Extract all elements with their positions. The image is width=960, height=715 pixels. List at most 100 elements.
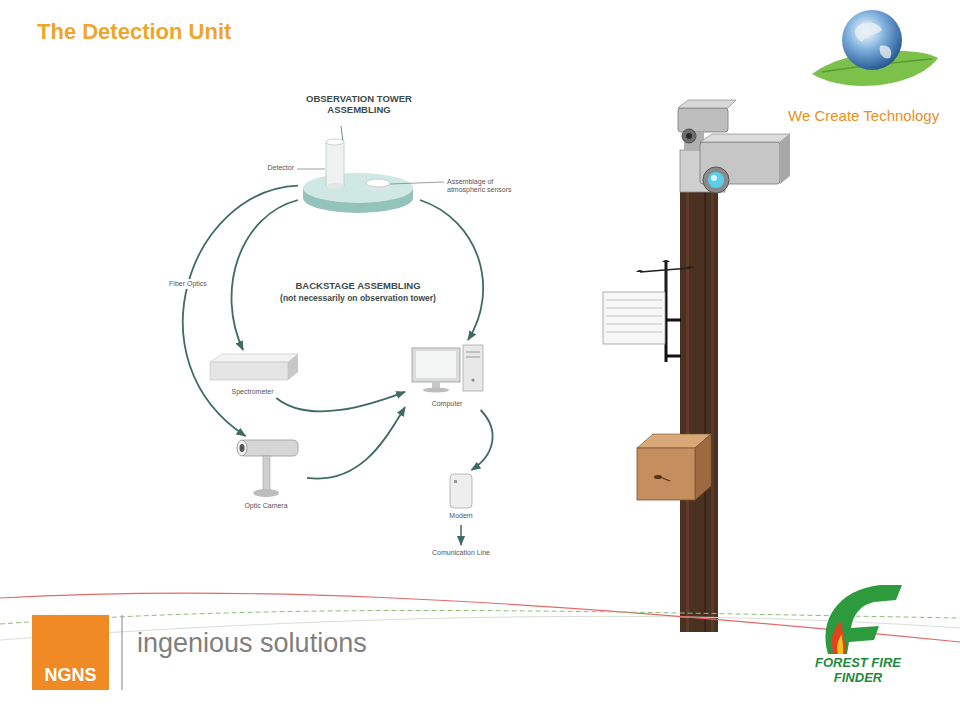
spectrometer-box	[210, 354, 298, 380]
junction-box	[637, 448, 695, 500]
tower-assembly: OBSERVATION TOWER ASSEMBLING	[298, 92, 420, 212]
fff-emblem	[825, 585, 902, 654]
connector-arrow	[472, 410, 493, 470]
computer-illustration	[423, 388, 449, 393]
weather-station	[606, 332, 662, 333]
pole-cameras	[703, 167, 729, 193]
pole-cameras	[711, 175, 717, 181]
tower-platform	[303, 126, 413, 213]
computer-illustration	[463, 345, 483, 391]
weather-station	[666, 319, 681, 322]
computer-illustration	[432, 382, 440, 388]
ngns-logo: NGNS	[32, 615, 109, 690]
weather-station	[686, 266, 694, 268]
callout-label: Assemblage of atmospheric sensors	[447, 178, 515, 194]
node-text: Optic Camera	[244, 502, 287, 510]
pole-cameras	[682, 129, 696, 143]
junction-box	[637, 434, 711, 500]
pole-cameras	[678, 108, 728, 132]
globe-land	[855, 23, 882, 42]
connector-arrow	[232, 200, 298, 350]
divider-line	[121, 615, 122, 690]
computer-illustration	[472, 379, 475, 382]
computer-illustration	[466, 352, 480, 353]
leader-line	[297, 169, 444, 184]
pole-cameras	[708, 172, 724, 188]
pole-cameras	[686, 133, 692, 139]
node-text: Modem	[449, 512, 472, 520]
junction-box	[660, 477, 670, 481]
weather-station	[606, 308, 662, 309]
computer-illustration	[416, 351, 456, 378]
pole-cameras	[700, 142, 780, 184]
spectrometer-box	[210, 362, 288, 380]
connector-arrow	[307, 407, 405, 478]
tower-platform	[326, 183, 344, 189]
optic-camera	[253, 489, 279, 497]
computer-illustration	[412, 348, 460, 382]
fff-emblem	[832, 620, 846, 654]
slogan: We Create Technology	[788, 107, 956, 124]
globe-leaf-logo	[812, 10, 938, 86]
pole-cameras	[700, 134, 790, 142]
globe-land	[880, 46, 892, 59]
modem-node: Modem	[440, 470, 482, 522]
camera-node: Optic Camera	[225, 436, 307, 512]
weather-station	[603, 292, 665, 344]
slide-title: The Detection Unit	[37, 19, 231, 44]
spectrometer-box	[210, 354, 298, 362]
optic-camera	[263, 456, 270, 490]
detection-pole	[680, 150, 718, 632]
weather-station	[603, 260, 694, 362]
node-text: OBSERVATION TOWER ASSEMBLING	[300, 94, 418, 116]
section-note: (not necessarily on observation tower)	[243, 294, 473, 304]
section-heading: BACKSTAGE ASSEMBLING	[258, 281, 458, 292]
spectrometer-box	[288, 354, 298, 380]
globe	[842, 10, 902, 70]
weather-station	[606, 300, 662, 301]
pole-cameras	[678, 100, 790, 193]
weather-station	[640, 268, 690, 272]
optic-camera	[237, 440, 247, 456]
detection-pole	[704, 150, 706, 632]
leader-line	[297, 169, 325, 170]
junction-box	[695, 434, 711, 500]
weather-station	[662, 260, 670, 262]
fff-emblem	[837, 634, 843, 654]
weather-station	[636, 270, 644, 272]
modem-illustration	[454, 480, 457, 483]
tower-platform	[326, 142, 344, 186]
leader-line	[390, 182, 444, 184]
tower-platform	[326, 139, 344, 145]
node-text: NGNS	[44, 665, 96, 686]
tower-platform	[303, 173, 413, 203]
callout-label: Detector	[248, 164, 294, 172]
node-text: Computer	[432, 400, 463, 408]
weather-station	[606, 316, 662, 317]
computer-illustration	[466, 357, 480, 358]
pole-cameras	[678, 100, 736, 108]
optic-camera	[240, 444, 245, 452]
computer-node: Computer	[405, 340, 489, 410]
connector-arrow	[276, 392, 405, 412]
footer-waves	[0, 610, 960, 624]
detection-pole	[680, 150, 718, 632]
spectrometer-node: Spectrometer	[205, 350, 300, 398]
modem-illustration	[450, 474, 472, 508]
fff-emblem	[825, 585, 902, 654]
modem-illustration	[450, 474, 472, 508]
detection-pole	[686, 150, 689, 632]
weather-station	[666, 355, 681, 358]
company-tagline: ingenious solutions	[137, 628, 457, 659]
computer-illustration	[412, 345, 483, 393]
edge-label: Fiber Optics	[167, 279, 209, 289]
product-logo-text: FOREST FIRE FINDER	[808, 656, 908, 686]
connector-arrow	[183, 186, 298, 436]
weather-station	[665, 262, 667, 290]
detection-pole	[711, 150, 714, 632]
tower-platform	[366, 179, 390, 187]
weather-station	[606, 324, 662, 325]
node-text: Spectrometer	[231, 388, 273, 396]
line-arrow	[460, 525, 462, 545]
